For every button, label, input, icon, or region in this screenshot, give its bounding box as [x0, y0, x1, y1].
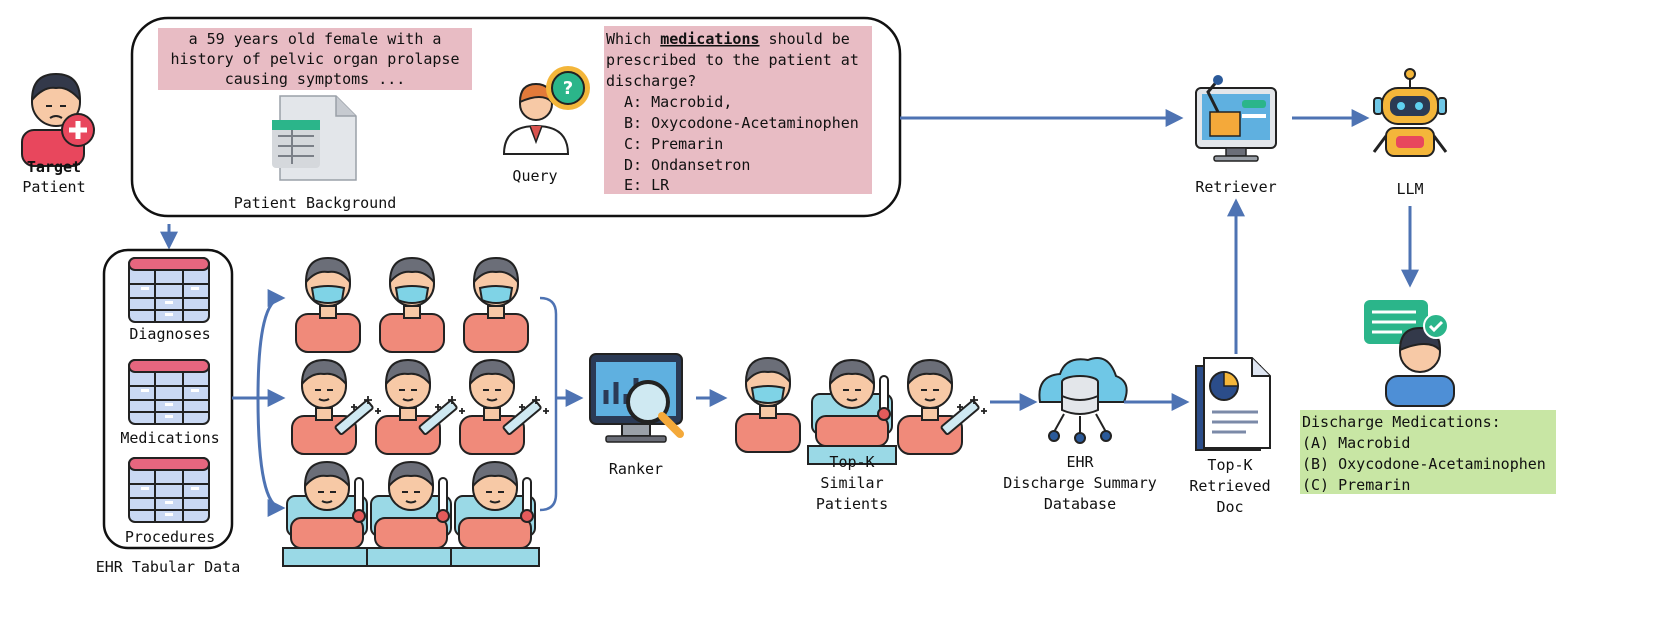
table-icon	[128, 359, 210, 425]
doc-label-line3: Doc	[1216, 498, 1243, 516]
database-label-line3: Database	[1044, 495, 1116, 513]
target-label-line1: Target	[27, 158, 81, 176]
tabular-item-medications: Medications	[120, 429, 219, 447]
doc-label-line2: Retrieved	[1189, 477, 1270, 495]
cloud-database-icon	[1038, 357, 1128, 444]
target-label-line2: Patient	[22, 178, 85, 196]
masked-patient-icon	[295, 257, 361, 353]
discharge-output-title: Discharge Medications:	[1302, 413, 1501, 431]
table-icon	[128, 457, 210, 523]
retriever-computer-icon	[1195, 75, 1277, 162]
bed-patient-icon	[282, 461, 372, 567]
discharge-output-item-c: (C) Premarin	[1302, 476, 1410, 494]
database-label-line2: Discharge Summary	[1003, 474, 1157, 492]
arrow-branch-bottom	[256, 397, 286, 517]
arrow-branch-top	[256, 289, 286, 399]
query-line1: Which medications should be	[606, 30, 850, 48]
query-option-b: B: Oxycodone-Acetaminophen	[624, 114, 859, 132]
llm-label: LLM	[1396, 180, 1423, 198]
patient-sick-icon	[21, 72, 95, 167]
masked-patient-icon	[463, 257, 529, 353]
bed-patient-icon	[366, 461, 456, 567]
query-line2: prescribed to the patient at	[606, 51, 859, 69]
query-option-e: E: LR	[624, 176, 670, 194]
tabular-item-diagnoses: Diagnoses	[129, 325, 210, 343]
query-option-a: A: Macrobid,	[624, 93, 732, 111]
svg-text:?: ?	[563, 78, 573, 99]
query-keyword: medications	[660, 30, 759, 48]
background-text-box	[158, 28, 472, 90]
query-line3: discharge?	[606, 72, 696, 90]
background-text-line1: a 59 years old female with a	[189, 30, 442, 48]
document-icon	[272, 95, 357, 181]
query-option-d: D: Ondansetron	[624, 156, 750, 174]
robot-icon	[1372, 68, 1448, 157]
topk-patients-label-line2: Similar	[820, 474, 883, 492]
background-text-line2: history of pelvic organ prolapse	[171, 50, 460, 68]
bed-patient-icon	[450, 461, 540, 567]
query-label: Query	[512, 167, 557, 185]
discharge-output-item-a: (A) Macrobid	[1302, 434, 1410, 452]
vaccinated-patient-icon	[291, 359, 382, 455]
person-check-icon	[1364, 300, 1455, 407]
database-label-line1: EHR	[1066, 453, 1094, 471]
group-bracket	[539, 296, 558, 512]
ranker-label: Ranker	[609, 460, 663, 478]
monitor-search-icon	[589, 353, 684, 443]
tabular-item-procedures: Procedures	[125, 528, 215, 546]
topk-patients-label-line1: Top-K	[829, 453, 874, 471]
vaccinated-patient-icon	[459, 359, 550, 455]
table-icon	[128, 257, 210, 323]
background-text-line3: causing symptoms ...	[225, 70, 406, 88]
topk-patients-label-line3: Patients	[816, 495, 888, 513]
discharge-output-box	[1300, 410, 1556, 494]
vaccinated-patient-icon	[375, 359, 466, 455]
background-label: Patient Background	[234, 194, 397, 212]
query-text-box	[604, 26, 872, 194]
discharge-output-item-b: (B) Oxycodone-Acetaminophen	[1302, 455, 1546, 473]
report-icon	[1195, 357, 1271, 451]
bed-patient-icon	[807, 359, 897, 465]
tabular-label: EHR Tabular Data	[96, 558, 241, 576]
doctor-question-icon: ?	[502, 66, 590, 155]
query-option-c: C: Premarin	[624, 135, 723, 153]
doc-label-line1: Top-K	[1207, 456, 1252, 474]
masked-patient-icon	[379, 257, 445, 353]
retriever-label: Retriever	[1195, 178, 1276, 196]
masked-patient-icon	[735, 357, 801, 453]
vaccinated-patient-icon	[897, 359, 988, 455]
